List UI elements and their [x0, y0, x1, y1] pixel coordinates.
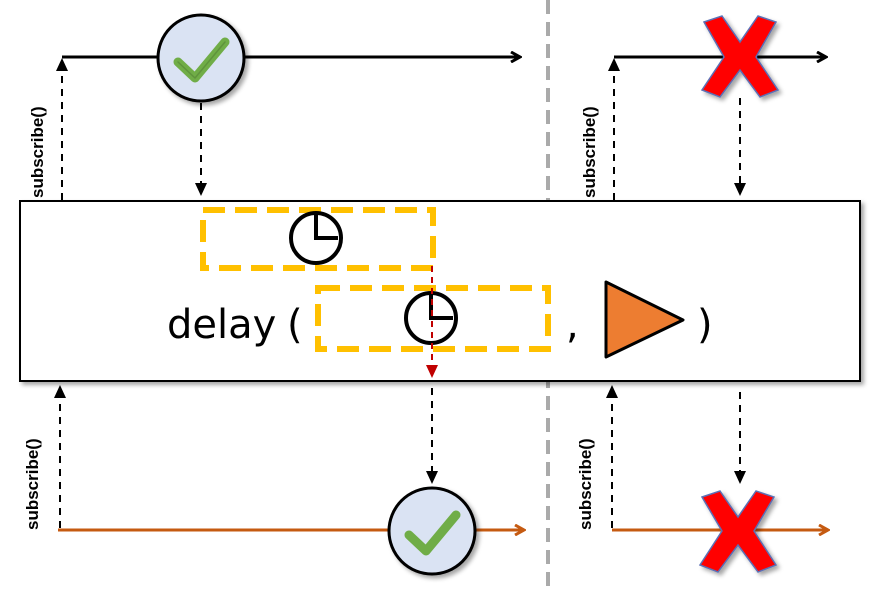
completion-marble-result [387, 486, 477, 576]
triangle-play-icon [604, 280, 685, 359]
subscribe-label-top-left: subscribe() [28, 106, 47, 198]
subscribe-label-bottom-right: subscribe() [576, 438, 595, 530]
x-cross-icon [698, 490, 778, 573]
completion-marble-source [156, 13, 246, 103]
clock-icon [289, 211, 343, 265]
check-mark-icon [404, 510, 461, 556]
operator-open-paren: ( [287, 302, 303, 348]
operator-name: delay [167, 302, 276, 348]
timer-box-upper [200, 207, 436, 271]
subscribe-label-top-right: subscribe() [580, 106, 599, 198]
operator-box [19, 200, 861, 382]
subscribe-label-bottom-left: subscribe() [23, 438, 42, 530]
operator-comma: , [566, 302, 579, 348]
x-cross-icon [700, 15, 780, 98]
operator-close-paren: ) [697, 302, 713, 348]
